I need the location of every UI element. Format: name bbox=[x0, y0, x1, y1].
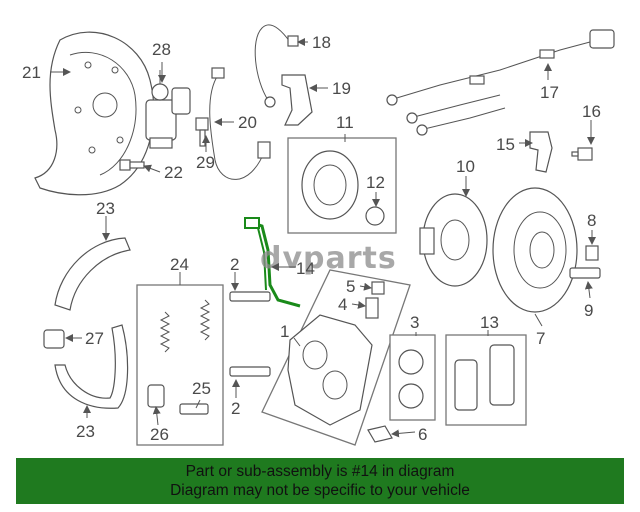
callout-14: 14 bbox=[296, 259, 315, 278]
callout-5: 5 bbox=[346, 277, 355, 296]
wheel-bearing-drawing bbox=[301, 150, 385, 226]
callout-21: 21 bbox=[22, 63, 41, 82]
callout-26: 26 bbox=[150, 425, 169, 444]
callout-17: 17 bbox=[540, 83, 559, 102]
banner-line-2: Diagram may not be specific to your vehi… bbox=[170, 482, 470, 499]
callout-12: 12 bbox=[366, 173, 385, 192]
leader-lines bbox=[50, 38, 596, 438]
bolt-16-drawing bbox=[571, 147, 593, 161]
callout-23-top: 23 bbox=[96, 199, 115, 218]
callout-labels: 21 28 18 19 20 29 22 11 12 10 17 15 16 8… bbox=[22, 33, 601, 444]
callout-29: 29 bbox=[196, 153, 215, 172]
brake-shoe-bottom-drawing bbox=[54, 324, 129, 409]
brake-shoe-top-drawing bbox=[54, 237, 131, 311]
callout-22: 22 bbox=[164, 163, 183, 182]
lug-8-drawing bbox=[585, 245, 599, 261]
callout-6: 6 bbox=[418, 425, 427, 444]
callout-10: 10 bbox=[456, 157, 475, 176]
callout-20: 20 bbox=[238, 113, 257, 132]
callout-18: 18 bbox=[312, 33, 331, 52]
callout-15: 15 bbox=[496, 135, 515, 154]
parts-diagram: dvparts 21 28 18 bbox=[22, 24, 615, 446]
speed-sensor-drawing bbox=[529, 131, 553, 173]
callout-2-top: 2 bbox=[230, 255, 239, 274]
bleed-screw-5-drawing bbox=[371, 281, 385, 295]
brake-hose-drawing bbox=[209, 67, 271, 180]
bolt-22-drawing bbox=[119, 159, 145, 171]
callout-24: 24 bbox=[170, 255, 189, 274]
wheel-hub-drawing bbox=[419, 193, 488, 287]
watermark: dvparts bbox=[260, 241, 397, 276]
clip-6-drawing bbox=[367, 425, 393, 443]
callout-3: 3 bbox=[410, 313, 419, 332]
fitting-4-drawing bbox=[365, 297, 379, 319]
brake-rotor-drawing bbox=[492, 187, 578, 313]
callout-box-3 bbox=[389, 334, 436, 421]
callout-13: 13 bbox=[480, 313, 499, 332]
callout-11: 11 bbox=[336, 113, 354, 132]
bracket-drawing bbox=[281, 74, 313, 126]
callout-2-bottom: 2 bbox=[231, 399, 240, 418]
callout-27: 27 bbox=[85, 329, 104, 348]
brake-caliper-drawing bbox=[287, 314, 373, 426]
callout-23-bottom: 23 bbox=[76, 422, 95, 441]
wear-sensor-14-drawing bbox=[244, 217, 301, 308]
callout-4: 4 bbox=[338, 295, 347, 314]
callout-19: 19 bbox=[332, 79, 351, 98]
bolt-9-drawing bbox=[569, 267, 601, 279]
wiring-harness-drawing bbox=[386, 29, 615, 136]
callout-9: 9 bbox=[584, 301, 593, 320]
spring-kit-drawing bbox=[147, 299, 211, 415]
clip-27-drawing bbox=[43, 329, 65, 349]
callout-box-24 bbox=[136, 284, 224, 446]
banner-line-1: Part or sub-assembly is #14 in diagram bbox=[185, 463, 455, 480]
bolt-2-bottom-drawing bbox=[229, 366, 271, 377]
dust-shield-drawing bbox=[34, 31, 155, 196]
callout-16: 16 bbox=[582, 102, 601, 121]
seal-rings-drawing bbox=[398, 349, 424, 409]
info-banner: Part or sub-assembly is #14 in diagram D… bbox=[16, 458, 624, 504]
callout-25: 25 bbox=[192, 379, 211, 398]
callout-7: 7 bbox=[536, 329, 545, 348]
callout-28: 28 bbox=[152, 40, 171, 59]
callout-1: 1 bbox=[280, 322, 289, 341]
brake-pads-drawing bbox=[454, 344, 515, 411]
sensor-wire-18-drawing bbox=[254, 24, 299, 108]
callout-8: 8 bbox=[587, 211, 596, 230]
bolt-2-top-drawing bbox=[229, 291, 271, 302]
valve-assembly-drawing bbox=[145, 70, 191, 149]
